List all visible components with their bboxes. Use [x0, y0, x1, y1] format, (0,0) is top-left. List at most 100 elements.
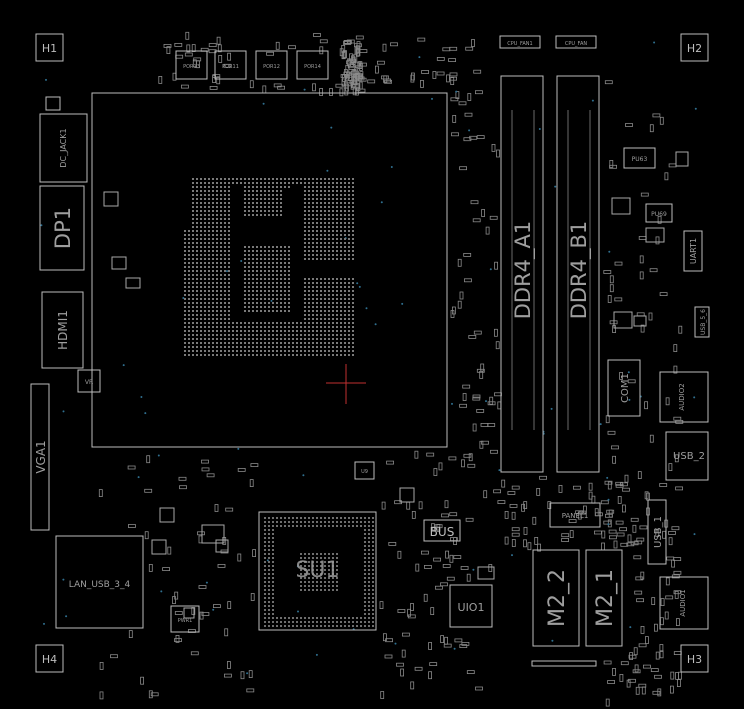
lga-pad [200, 310, 202, 312]
lga-pad [328, 238, 330, 240]
mounting-hole-h1[interactable]: H1 [35, 33, 64, 62]
bga-pad [268, 613, 270, 615]
lga-pad [208, 302, 210, 304]
lga-pad [248, 286, 250, 288]
phase-inductor[interactable]: POR14 [296, 50, 329, 80]
pu69-chip[interactable]: PU69 [645, 203, 673, 223]
smd-part [414, 450, 419, 459]
bga-pad [300, 617, 302, 619]
ddr4-slot-b1[interactable]: DDR4_B1 [556, 75, 600, 473]
smd-part [470, 200, 479, 205]
lga-pad [260, 330, 262, 332]
smd-part [442, 47, 451, 52]
lga-pad [228, 266, 230, 268]
usb1-header[interactable]: USB_1 [647, 499, 667, 565]
smd-part [670, 685, 674, 694]
cpu-fan-header-2[interactable]: CPU_FAN [555, 35, 597, 49]
phase-inductor[interactable]: POR12 [255, 50, 288, 80]
bga-pad [276, 625, 278, 627]
uart-header[interactable]: UART1 [683, 230, 703, 272]
lga-pad [324, 218, 326, 220]
usb2-header[interactable]: USB_2 [665, 431, 709, 481]
bga-pad [264, 537, 266, 539]
lga-pad [220, 258, 222, 260]
mounting-hole-h2[interactable]: H2 [680, 33, 709, 62]
lga-pad [216, 246, 218, 248]
chipset-bga[interactable]: SU1 [258, 511, 377, 631]
lga-pad [280, 346, 282, 348]
mounting-hole-h3[interactable]: H3 [680, 644, 709, 673]
lga-pad [316, 290, 318, 292]
lga-pad [208, 226, 210, 228]
lga-pad [308, 290, 310, 292]
pwr-chip[interactable]: PWR1 [170, 605, 200, 633]
lga-pad [328, 242, 330, 244]
lga-pad [208, 182, 210, 184]
bga-pad [316, 577, 318, 579]
com-header[interactable]: COM1 [607, 359, 641, 417]
displayport-connector[interactable]: DP1 [39, 185, 85, 271]
lga-pad [340, 334, 342, 336]
smd-part [609, 535, 617, 540]
bga-pad [272, 605, 274, 607]
bga-pad [372, 617, 374, 619]
bga-pad [312, 565, 314, 567]
ddr4-slot-a1[interactable]: DDR4_A1 [500, 75, 544, 473]
smd-part [659, 116, 664, 125]
m2-slot-2[interactable]: M2_2 [532, 549, 580, 647]
uio-chip[interactable]: UIO1 [449, 584, 493, 628]
phase-inductor[interactable]: POR13 [175, 50, 208, 80]
lga-pad [304, 330, 306, 332]
lga-pad [312, 286, 314, 288]
lga-pad [280, 338, 282, 340]
bga-pad [324, 553, 326, 555]
smd-part [450, 97, 459, 102]
vga-connector[interactable]: VGA1 [30, 383, 50, 531]
smd-part [652, 690, 661, 695]
via [45, 78, 47, 81]
bus-chip[interactable]: BUS [423, 519, 461, 542]
lan-usb-connector[interactable]: LAN_USB_3_4 [55, 535, 144, 629]
smd-part [346, 60, 354, 65]
bga-pad [336, 621, 338, 623]
lga-pad [288, 350, 290, 352]
smd-part [201, 612, 210, 616]
mounting-hole-h4[interactable]: H4 [35, 644, 64, 673]
lga-pad [224, 286, 226, 288]
lga-pad [276, 206, 278, 208]
phase-inductor[interactable]: POR11 [214, 50, 247, 80]
lga-pad [244, 194, 246, 196]
lga-pad [316, 354, 318, 356]
vr-regulator[interactable]: VR [77, 369, 101, 393]
lga-pad [304, 282, 306, 284]
pu63-chip[interactable]: PU63 [623, 147, 656, 169]
lga-pad [336, 250, 338, 252]
hdmi-connector[interactable]: HDMI1 [41, 291, 84, 369]
lga-pad [352, 190, 354, 192]
audio2-jack[interactable]: AUDIO2 [659, 371, 709, 423]
lga-pad [344, 210, 346, 212]
lga-pad [340, 222, 342, 224]
lga-pad [216, 190, 218, 192]
front-panel-header[interactable]: PANEL1 [549, 502, 601, 528]
cpu-fan-header[interactable]: CPU_FAN1 [499, 35, 541, 49]
lga-pad [256, 278, 258, 280]
audio1-jack[interactable]: AUDIO1 [659, 576, 709, 630]
lga-pad [284, 250, 286, 252]
u9-chip[interactable]: U9 [354, 461, 375, 480]
lga-pad [280, 322, 282, 324]
smd-part [501, 479, 506, 488]
dc-jack[interactable]: DC_JACK1 [39, 113, 88, 183]
m2-slot-1[interactable]: M2_1 [585, 549, 623, 647]
lga-pad [300, 334, 302, 336]
lga-pad [188, 270, 190, 272]
bga-pad [368, 537, 370, 539]
via [538, 128, 541, 130]
lga-pad [352, 306, 354, 308]
lga-pad [192, 190, 194, 192]
bga-pad [268, 601, 270, 603]
usb-56-header[interactable]: USB_5_6 [694, 306, 710, 338]
lga-pad [328, 310, 330, 312]
lga-pad [216, 286, 218, 288]
lga-pad [228, 238, 230, 240]
